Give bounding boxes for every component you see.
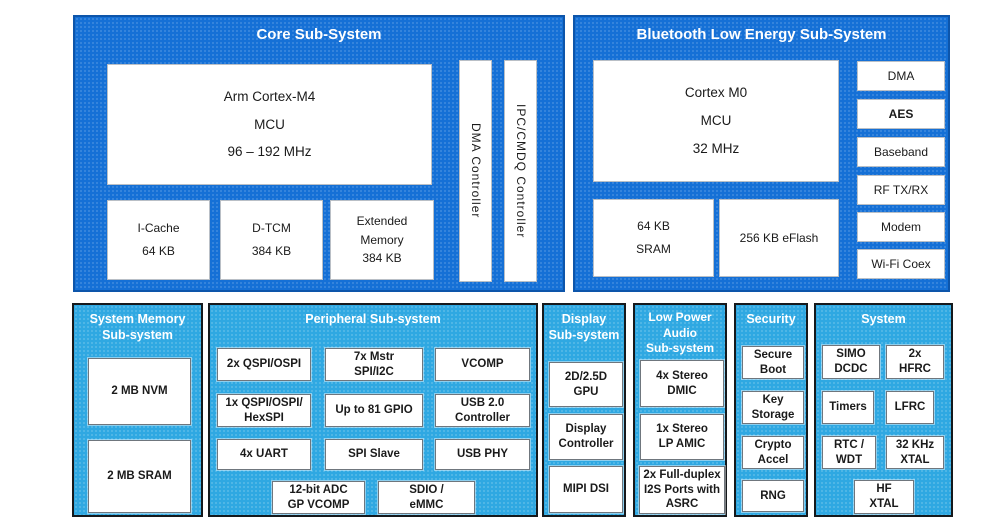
cortex-m0-block: Cortex M0 MCU 32 MHz	[593, 60, 839, 182]
ble-sram-block: 64 KB SRAM	[593, 199, 714, 277]
sram-block: 2 MB SRAM	[88, 440, 191, 513]
aes-block: AES	[857, 99, 945, 129]
hexspi-block: 1x QSPI/OSPI/ HexSPI	[217, 394, 311, 427]
sdio-emmc-block: SDIO / eMMC	[378, 481, 475, 514]
ble-eflash-block: 256 KB eFlash	[719, 199, 839, 277]
vcomp-block: VCOMP	[435, 348, 530, 381]
dtcm-block: D-TCM 384 KB	[220, 200, 323, 280]
extended-memory-block: Extended Memory 384 KB	[330, 200, 434, 280]
secure-boot-block: Secure Boot	[742, 346, 804, 379]
display-panel: Display Sub-system 2D/2.5D GPU Display C…	[542, 303, 626, 517]
qspi-ospi-block: 2x QSPI/OSPI	[217, 348, 311, 381]
timers-block: Timers	[822, 391, 874, 424]
system-title: System	[861, 312, 906, 326]
adc-vcomp-block: 12-bit ADC GP VCOMP	[272, 481, 365, 514]
system-memory-panel: System Memory Sub-system 2 MB NVM 2 MB S…	[72, 303, 203, 517]
dmic-block: 4x Stereo DMIC	[640, 360, 724, 407]
system-panel: System SIMO DCDC 2x HFRC Timers LFRC RTC…	[814, 303, 953, 517]
security-panel: Security Secure Boot Key Storage Crypto …	[734, 303, 808, 517]
baseband-block: Baseband	[857, 137, 945, 167]
peripheral-title: Peripheral Sub-system	[305, 312, 441, 326]
dma-controller-block: DMA Controller	[459, 60, 492, 282]
usb2-controller-block: USB 2.0 Controller	[435, 394, 530, 427]
ble-subsystem-title: Bluetooth Low Energy Sub-System	[636, 26, 887, 43]
gpu-block: 2D/2.5D GPU	[549, 362, 623, 407]
core-subsystem-panel: Core Sub-System Arm Cortex-M4 MCU 96 – 1…	[73, 15, 565, 292]
modem-block: Modem	[857, 212, 945, 242]
rng-block: RNG	[742, 480, 804, 512]
amic-block: 1x Stereo LP AMIC	[640, 414, 724, 460]
system-memory-title: System Memory Sub-system	[89, 312, 186, 343]
uart-block: 4x UART	[217, 439, 311, 470]
security-title: Security	[746, 312, 796, 326]
rf-txrx-block: RF TX/RX	[857, 175, 945, 205]
crypto-accel-block: Crypto Accel	[742, 436, 804, 469]
display-controller-block: Display Controller	[549, 414, 623, 460]
usb-phy-block: USB PHY	[435, 439, 530, 470]
hf-xtal-block: HF XTAL	[854, 480, 914, 514]
audio-panel: Low Power Audio Sub-system 4x Stereo DMI…	[633, 303, 727, 517]
ble-subsystem-panel: Bluetooth Low Energy Sub-System Cortex M…	[573, 15, 950, 292]
lfrc-block: LFRC	[886, 391, 934, 424]
simo-dcdc-block: SIMO DCDC	[822, 345, 880, 379]
gpio-block: Up to 81 GPIO	[325, 394, 423, 427]
key-storage-block: Key Storage	[742, 391, 804, 424]
ble-dma-block: DMA	[857, 61, 945, 91]
rtc-wdt-block: RTC / WDT	[822, 436, 876, 469]
peripheral-panel: Peripheral Sub-system 2x QSPI/OSPI 7x Ms…	[208, 303, 538, 517]
ipc-cmdq-controller-block: IPC/CMDQ Controller	[504, 60, 537, 282]
xtal-32khz-block: 32 KHz XTAL	[886, 436, 944, 469]
i2s-asrc-block: 2x Full-duplex I2S Ports with ASRC	[639, 466, 725, 514]
mipi-dsi-block: MIPI DSI	[549, 466, 623, 513]
mstr-spi-i2c-block: 7x Mstr SPI/I2C	[325, 348, 423, 381]
nvm-block: 2 MB NVM	[88, 358, 191, 425]
display-title: Display Sub-system	[548, 312, 620, 343]
spi-slave-block: SPI Slave	[325, 439, 423, 470]
core-subsystem-title: Core Sub-System	[256, 26, 382, 43]
arm-cortex-m4-block: Arm Cortex-M4 MCU 96 – 192 MHz	[107, 64, 432, 185]
hfrc-block: 2x HFRC	[886, 345, 944, 379]
audio-title: Low Power Audio Sub-system	[645, 310, 715, 356]
wifi-coex-block: Wi-Fi Coex	[857, 249, 945, 279]
icache-block: I-Cache 64 KB	[107, 200, 210, 280]
